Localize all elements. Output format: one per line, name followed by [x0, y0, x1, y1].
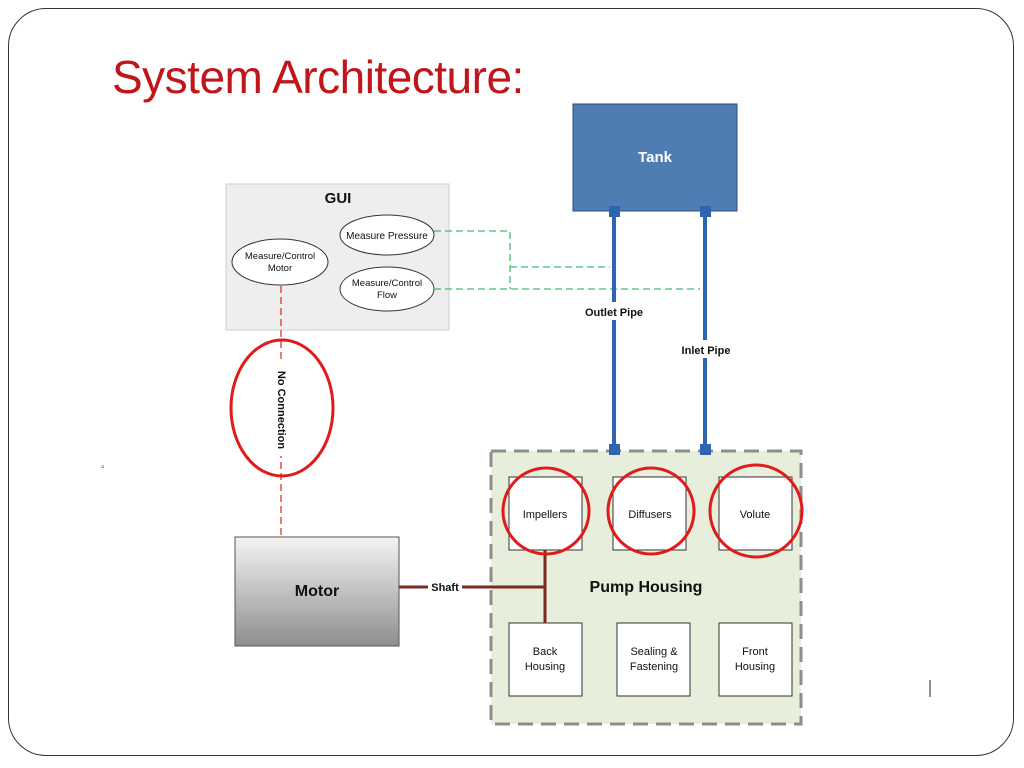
- measure-control-flow-label-line2: Flow: [377, 290, 397, 301]
- inlet-pipe-top-joint: [700, 206, 711, 217]
- measure-control-flow-label-line1: Measure/Control: [352, 278, 422, 289]
- pressure-signal-line: [434, 230, 511, 289]
- measure-control-flow-node: [339, 266, 435, 312]
- no-connection-label-bg: [273, 362, 289, 456]
- back-housing-box: [508, 622, 583, 697]
- motor-box: [234, 536, 400, 647]
- highlight-circles: [229, 338, 804, 559]
- volute-highlight: [708, 463, 804, 559]
- outlet-pipe-bottom-joint: [609, 444, 620, 455]
- diffusers-highlight: [606, 466, 696, 556]
- front-housing-box: [718, 622, 793, 697]
- measure-pressure-label: Measure Pressure: [346, 231, 428, 242]
- measure-control-motor-label-line1: Measure/Control: [245, 251, 315, 262]
- measure-control-motor-node: [231, 238, 329, 286]
- shaft-label: Shaft: [431, 582, 459, 594]
- impellers-highlight: [501, 466, 591, 556]
- inlet-pipe-label: Inlet Pipe: [682, 345, 731, 357]
- outlet-pipe-top-joint: [609, 206, 620, 217]
- slide-title: System Architecture:: [112, 51, 524, 103]
- gui-panel: GUI Measure Pressure Measure/Control Mot…: [225, 183, 450, 331]
- no-connection-label: No Connection: [275, 371, 287, 449]
- slide-frame: [8, 8, 1014, 756]
- impellers-box: [508, 476, 583, 551]
- pump-housing: Pump Housing Impellers Diffusers Volute …: [489, 449, 803, 726]
- inlet-pipe-bottom-joint: [700, 444, 711, 455]
- motor: Motor: [234, 536, 400, 647]
- front-housing-label-line1: Front: [742, 646, 768, 658]
- outlet-pipe-label: Outlet Pipe: [585, 307, 643, 319]
- no-connection-link: No Connection: [273, 286, 289, 537]
- signal-lines: [434, 230, 700, 290]
- sealing-fastening-label-line2: Fastening: [630, 661, 678, 673]
- measure-pressure-node: [339, 214, 435, 256]
- bullet-marker: ▫: [101, 462, 105, 473]
- tank-box: [572, 103, 738, 212]
- outlet-pipe-label-bg: [578, 302, 650, 320]
- pipes: Outlet Pipe Inlet Pipe: [578, 206, 738, 455]
- gui-label: GUI: [325, 190, 352, 207]
- measure-control-motor-label-line2: Motor: [268, 263, 292, 274]
- front-housing-label-line2: Housing: [735, 661, 775, 673]
- volute-box: [718, 476, 793, 551]
- sealing-fastening-label-line1: Sealing &: [630, 646, 678, 658]
- sealing-fastening-box: [616, 622, 691, 697]
- volute-label: Volute: [740, 509, 771, 521]
- diffusers-box: [612, 476, 687, 551]
- shaft: [399, 550, 547, 623]
- back-housing-label-line1: Back: [533, 646, 558, 658]
- pump-housing-label: Pump Housing: [590, 579, 703, 596]
- tank: Tank: [572, 103, 738, 212]
- no-connection-highlight: [229, 338, 335, 478]
- impellers-label: Impellers: [523, 509, 568, 521]
- diffusers-label: Diffusers: [628, 509, 672, 521]
- motor-label: Motor: [295, 583, 339, 600]
- tank-label: Tank: [638, 149, 673, 166]
- back-housing-label-line2: Housing: [525, 661, 565, 673]
- inlet-pipe-label-bg: [674, 340, 738, 358]
